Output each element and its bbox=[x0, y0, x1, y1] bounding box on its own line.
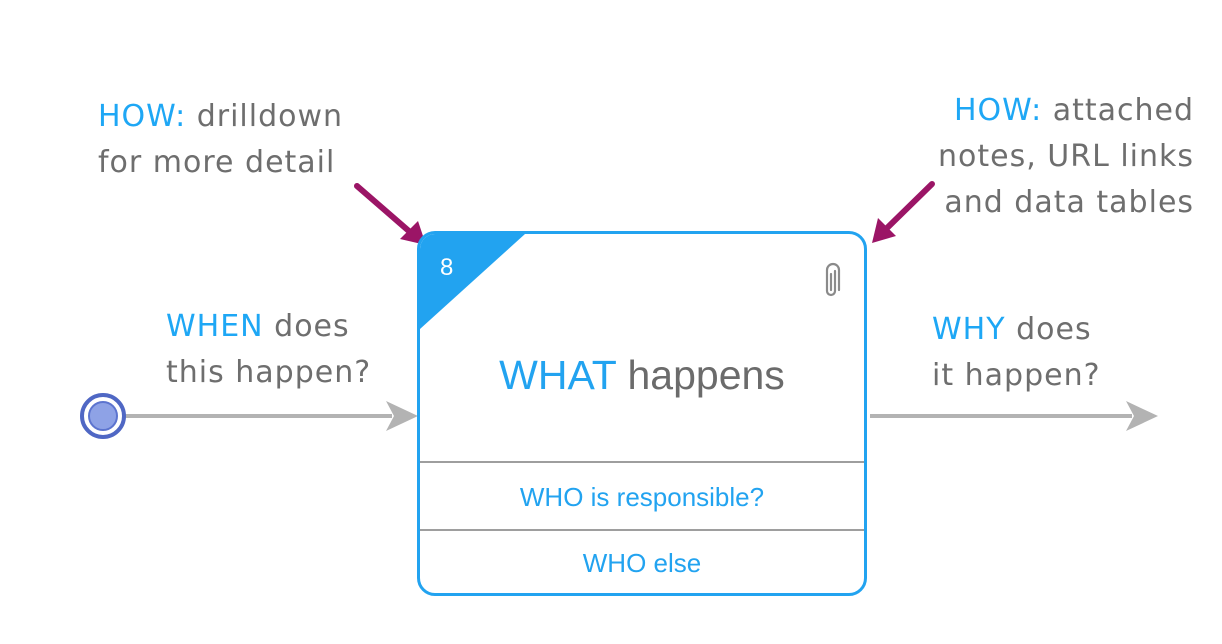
how-keyword: HOW: bbox=[98, 99, 187, 134]
activity-title: WHAT happens bbox=[420, 352, 864, 399]
activity-box[interactable]: 8 WHAT happens WHO is responsible? WHO e… bbox=[417, 231, 867, 596]
how-attached-line3: and data tables bbox=[944, 185, 1195, 220]
start-event-icon[interactable] bbox=[80, 393, 126, 439]
how-keyword: HOW: bbox=[954, 93, 1043, 128]
why-annotation: WHY does it happen? bbox=[932, 307, 1101, 399]
when-line2: this happen? bbox=[166, 355, 372, 390]
when-text: does bbox=[263, 309, 350, 344]
when-keyword: WHEN bbox=[166, 309, 264, 344]
paperclip-icon[interactable] bbox=[820, 262, 842, 306]
step-number[interactable]: 8 bbox=[440, 254, 454, 281]
how-attachments-annotation: HOW: attached notes, URL links and data … bbox=[938, 88, 1194, 226]
how-attached-text: attached bbox=[1042, 93, 1195, 128]
responsible-row[interactable]: WHO is responsible? bbox=[420, 461, 864, 531]
how-drilldown-annotation: HOW: drilldown for more detail bbox=[98, 94, 343, 186]
incoming-flow-arrowhead bbox=[386, 401, 418, 431]
what-text: happens bbox=[616, 352, 785, 398]
outgoing-flow-arrowhead bbox=[1126, 401, 1158, 431]
drilldown-pointer-arrow bbox=[354, 183, 426, 245]
how-attached-line2: notes, URL links bbox=[938, 139, 1195, 174]
why-keyword: WHY bbox=[932, 312, 1006, 347]
how-drilldown-line2: for more detail bbox=[98, 145, 336, 180]
drilldown-corner[interactable] bbox=[420, 234, 525, 329]
why-line2: it happen? bbox=[932, 358, 1101, 393]
what-keyword: WHAT bbox=[499, 352, 617, 398]
how-drilldown-text: drilldown bbox=[186, 99, 344, 134]
when-annotation: WHEN does this happen? bbox=[166, 304, 371, 396]
attachments-pointer-arrow bbox=[872, 181, 935, 243]
others-row[interactable]: WHO else bbox=[420, 529, 864, 593]
why-text: does bbox=[1005, 312, 1092, 347]
